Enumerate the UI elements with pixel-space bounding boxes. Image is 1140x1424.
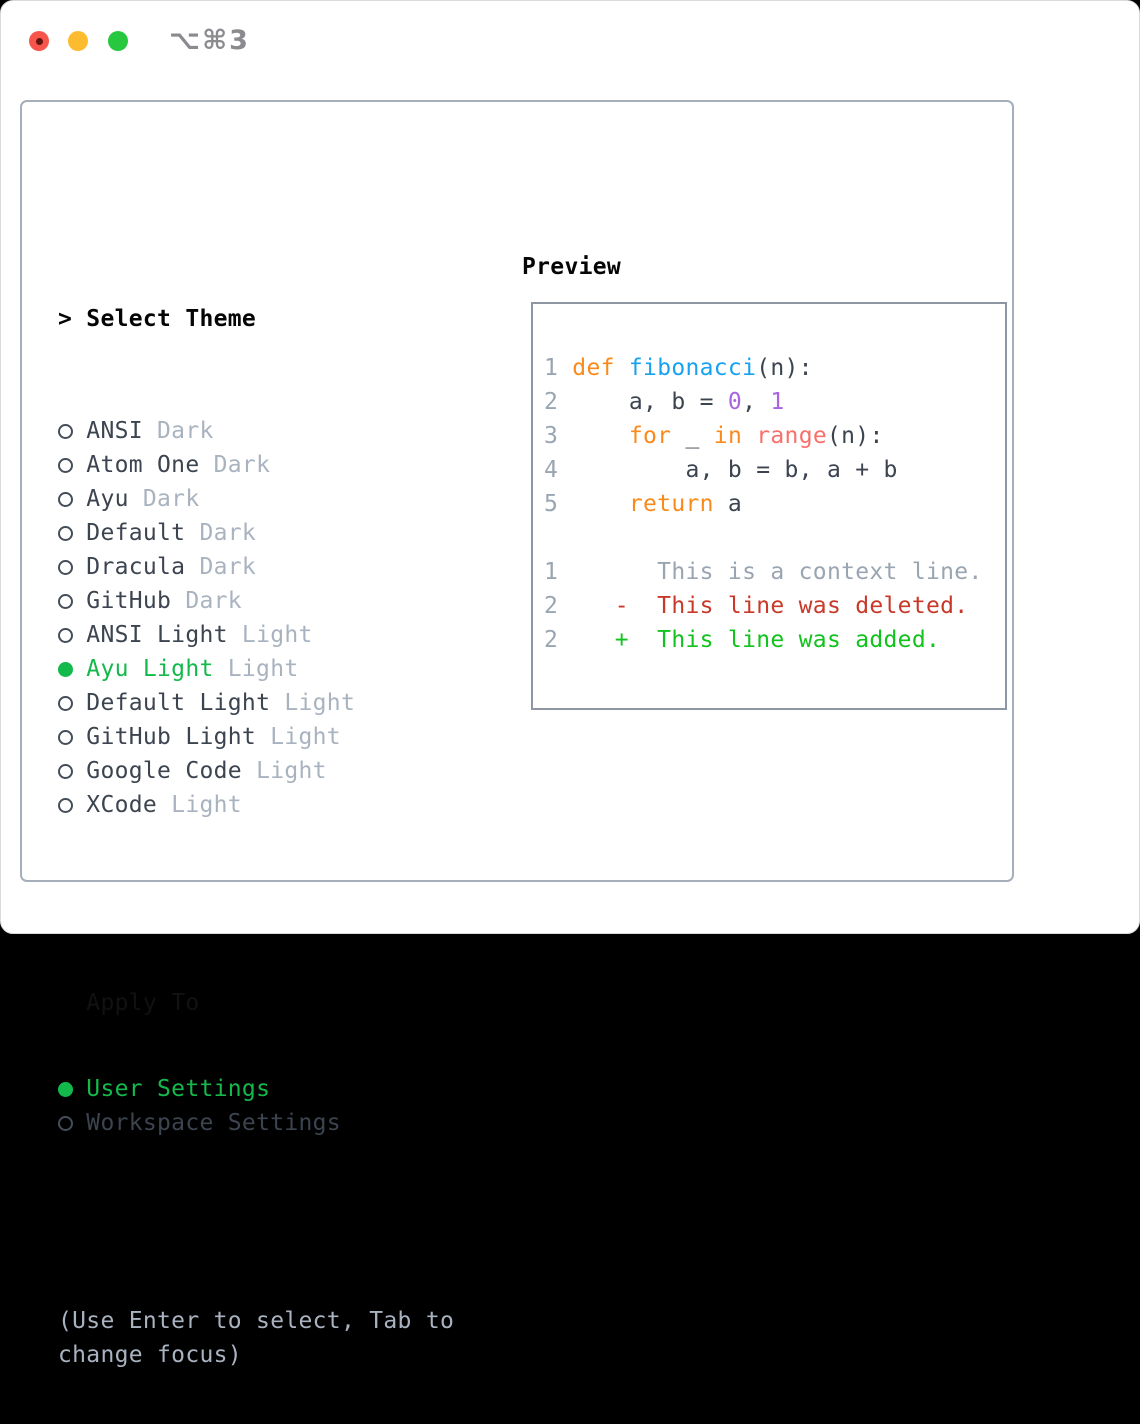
focus-caret-icon: > [58,306,86,332]
select-theme-title: Select Theme [86,306,256,332]
radio-icon [58,764,86,779]
code-line: 4 a, b = b, a + b [544,453,1005,487]
line-number: 2 [544,589,572,623]
radio-icon [58,492,86,507]
line-number: 2 [544,385,572,419]
keyboard-shortcut-label: ⌥⌘3 [169,26,250,56]
theme-option-ayu-dark[interactable]: Ayu Dark [58,482,508,516]
theme-variant-badge: Dark [214,452,271,478]
theme-option-atom-one-dark[interactable]: Atom One Dark [58,448,508,482]
theme-option-ansi-dark[interactable]: ANSI Dark [58,414,508,448]
theme-name: Atom One [86,452,199,478]
theme-variant-badge: Dark [199,554,256,580]
theme-name: Dracula [86,554,185,580]
radio-icon [58,424,86,439]
close-button[interactable] [29,31,49,51]
theme-option-default-light-light[interactable]: Default Light Light [58,686,508,720]
theme-name: Default [86,520,185,546]
close-dot-icon [36,38,43,45]
code-line: 2 + This line was added. [544,623,1005,657]
theme-name: Google Code [86,758,242,784]
theme-variant-badge: Dark [199,520,256,546]
code-line: 3 for _ in range(n): [544,419,1005,453]
theme-variant-badge: Dark [157,418,214,444]
line-number: 2 [544,623,572,657]
theme-name: XCode [86,792,157,818]
theme-option-github-dark[interactable]: GitHub Dark [58,584,508,618]
theme-variant-badge: Light [270,724,341,750]
titlebar: ⌥⌘3 [1,1,1139,81]
radio-icon [58,798,86,813]
radio-icon [58,594,86,609]
apply-option-user-settings[interactable]: User Settings [58,1072,508,1106]
theme-option-dracula-dark[interactable]: Dracula Dark [58,550,508,584]
apply-option-workspace-settings[interactable]: Workspace Settings [58,1106,508,1140]
theme-option-ansi-light-light[interactable]: ANSI Light Light [58,618,508,652]
theme-variant-badge: Light [256,758,327,784]
line-number: 4 [544,453,572,487]
radio-icon [58,458,86,473]
theme-variant-badge: Light [242,622,313,648]
radio-icon [58,526,86,541]
code-line: 5 return a [544,487,1005,521]
theme-variant-badge: Dark [185,588,242,614]
radio-icon [58,560,86,575]
code-line [544,521,1005,555]
theme-name: GitHub Light [86,724,256,750]
radio-icon [58,1116,86,1131]
theme-name: Ayu Light [86,656,213,682]
line-number: 3 [544,419,572,453]
radio-selected-icon [58,662,86,677]
theme-name: GitHub [86,588,171,614]
theme-option-ayu-light-light[interactable]: Ayu Light Light [58,652,508,686]
theme-variant-badge: Light [284,690,355,716]
preview-title: Preview [522,250,621,284]
radio-icon [58,628,86,643]
theme-option-google-code-light[interactable]: Google Code Light [58,754,508,788]
code-line: 1 This is a context line. [544,555,1005,589]
line-number: 1 [544,555,572,589]
theme-variant-badge: Light [228,656,299,682]
line-number: 5 [544,487,572,521]
keyboard-hint: (Use Enter to select, Tab to change focu… [58,1304,503,1372]
theme-variant-badge: Dark [143,486,200,512]
theme-name: Ayu [86,486,128,512]
radio-icon [58,696,86,711]
theme-name: ANSI [86,418,143,444]
radio-icon [58,730,86,745]
theme-option-default-dark[interactable]: Default Dark [58,516,508,550]
theme-option-xcode-light[interactable]: XCode Light [58,788,508,822]
theme-name: Default Light [86,690,270,716]
theme-name: ANSI Light [86,622,227,648]
apply-to-label: Apply To [58,986,508,1020]
radio-selected-icon [58,1082,86,1097]
line-number: 1 [544,351,572,385]
code-line: 2 a, b = 0, 1 [544,385,1005,419]
code-line: 2 - This line was deleted. [544,589,1005,623]
theme-variant-badge: Light [171,792,242,818]
zoom-button[interactable] [108,31,128,51]
minimize-button[interactable] [68,31,88,51]
select-theme-header: >Select Theme [58,302,508,336]
apply-option-label: User Settings [86,1076,270,1102]
theme-option-github-light-light[interactable]: GitHub Light Light [58,720,508,754]
apply-option-label: Workspace Settings [86,1110,341,1136]
